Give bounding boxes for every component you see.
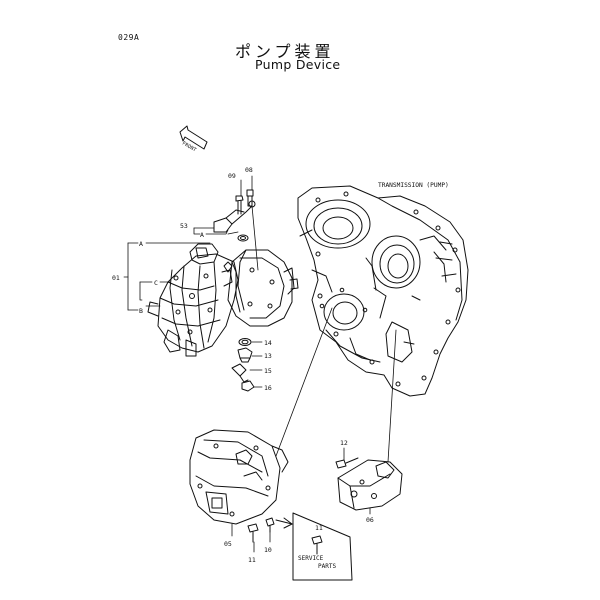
service-label-line1: SERVICE bbox=[298, 555, 324, 562]
o-ring-small bbox=[237, 234, 249, 242]
pressure-sensor-part-53 bbox=[213, 200, 256, 233]
page-code: 029A bbox=[118, 33, 140, 42]
service-label-line2: PARTS bbox=[318, 563, 336, 570]
title-japanese: ポンプ装置 bbox=[235, 42, 335, 61]
transmission-housing bbox=[297, 185, 469, 397]
callout-05: 05 bbox=[224, 540, 232, 548]
valve-block-part-06 bbox=[337, 459, 403, 511]
bolt-part-10 bbox=[265, 517, 275, 533]
bolt-part-09 bbox=[235, 195, 244, 215]
ref-a-right: A bbox=[200, 231, 204, 239]
callout-53: 53 bbox=[180, 222, 188, 230]
callout-14: 14 bbox=[264, 339, 272, 347]
ref-c: C bbox=[154, 279, 158, 287]
leader-lines bbox=[123, 175, 397, 553]
title-english: Pump Device bbox=[255, 57, 341, 72]
bolt-part-11 bbox=[247, 523, 259, 543]
callout-11-left: 11 bbox=[248, 556, 256, 564]
front-arrow-icon bbox=[179, 125, 208, 150]
transmission-label: TRANSMISSION (PUMP) bbox=[378, 182, 449, 189]
plug-part-13 bbox=[237, 347, 253, 363]
main-pump-assembly bbox=[147, 243, 299, 357]
callout-01: 01 bbox=[112, 274, 120, 282]
front-label: FRONT bbox=[181, 141, 197, 154]
callout-08: 08 bbox=[245, 166, 253, 174]
ref-a-left: A bbox=[139, 240, 143, 248]
callout-11-service: 11 bbox=[315, 524, 323, 532]
bolt-part-12 bbox=[335, 457, 359, 469]
callout-09: 09 bbox=[228, 172, 236, 180]
ref-b: B bbox=[139, 307, 143, 315]
callout-13: 13 bbox=[264, 352, 272, 360]
callout-16: 16 bbox=[264, 384, 272, 392]
callout-15: 15 bbox=[264, 367, 272, 375]
callout-10: 10 bbox=[264, 546, 272, 554]
plug-part-08 bbox=[246, 189, 254, 207]
elbow-part-15 bbox=[231, 363, 249, 383]
plug-part-16 bbox=[241, 380, 255, 392]
pump-part-05 bbox=[189, 429, 289, 525]
callout-12: 12 bbox=[340, 439, 348, 447]
o-ring-part-14 bbox=[238, 338, 252, 346]
service-parts-box bbox=[275, 512, 353, 581]
callout-06: 06 bbox=[366, 516, 374, 524]
